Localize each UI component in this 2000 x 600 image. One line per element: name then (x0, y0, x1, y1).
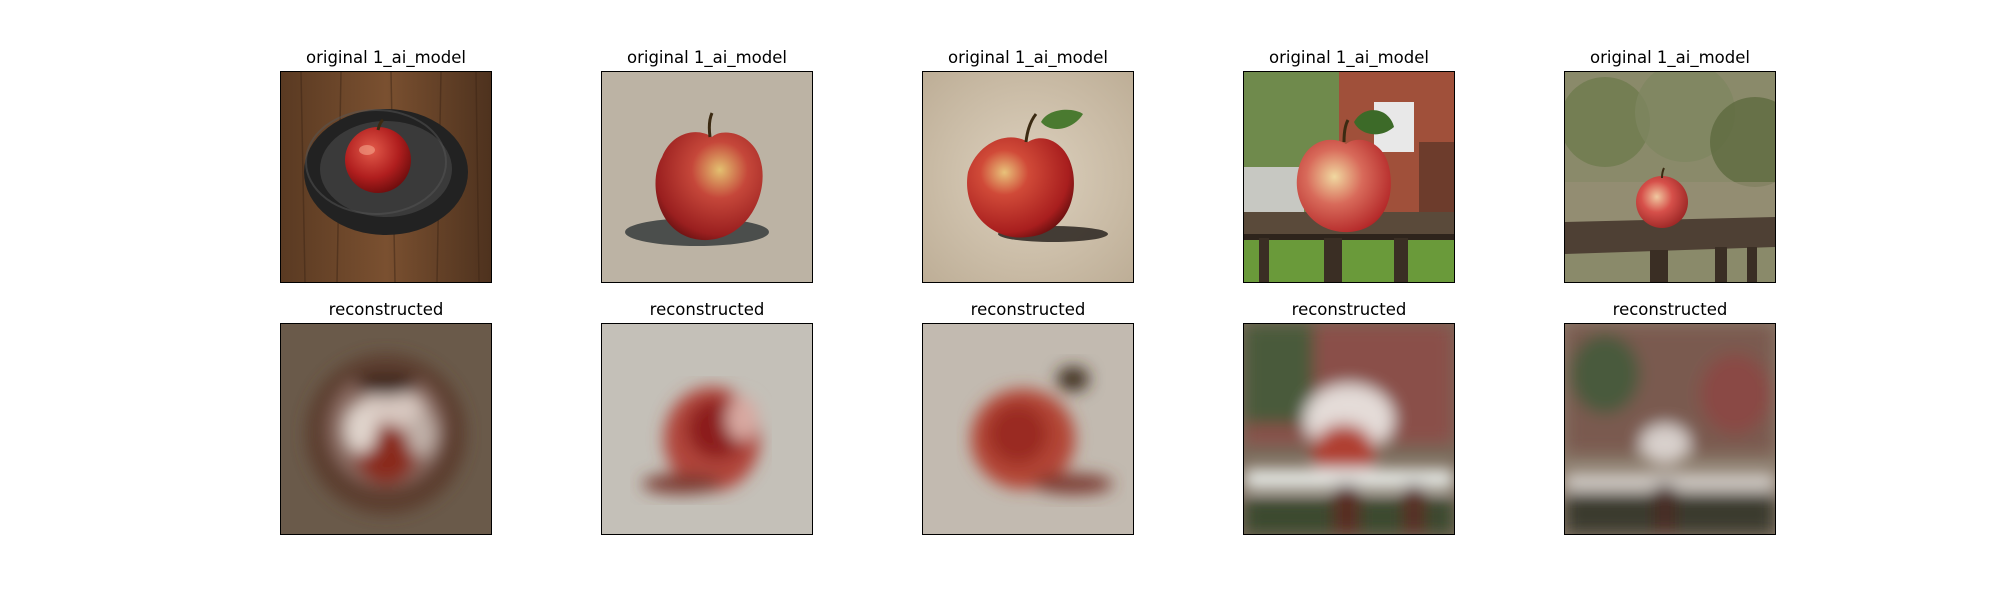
reconstructed-title-1: reconstructed (328, 300, 444, 319)
reconstructed-image-4 (1243, 323, 1455, 535)
panel-title-3: original 1_ai_model (948, 48, 1108, 67)
reconstructed-image-2 (601, 323, 813, 535)
original-image-3 (922, 71, 1134, 283)
reconstructed-title-4: reconstructed (1291, 300, 1407, 319)
reconstructed-image-3 (922, 323, 1134, 535)
original-image-1 (280, 71, 492, 283)
reconstructed-title-3: reconstructed (970, 300, 1086, 319)
reconstructed-image-5 (1564, 323, 1776, 535)
panel-title-4: original 1_ai_model (1269, 48, 1429, 67)
reconstructed-title-2: reconstructed (649, 300, 765, 319)
panel-title-5: original 1_ai_model (1590, 48, 1750, 67)
original-image-4 (1243, 71, 1455, 283)
reconstructed-title-5: reconstructed (1612, 300, 1728, 319)
reconstructed-image-1 (280, 323, 492, 535)
original-image-2 (601, 71, 813, 283)
original-image-5 (1564, 71, 1776, 283)
panel-title-2: original 1_ai_model (627, 48, 787, 67)
panel-title-1: original 1_ai_model (306, 48, 466, 67)
